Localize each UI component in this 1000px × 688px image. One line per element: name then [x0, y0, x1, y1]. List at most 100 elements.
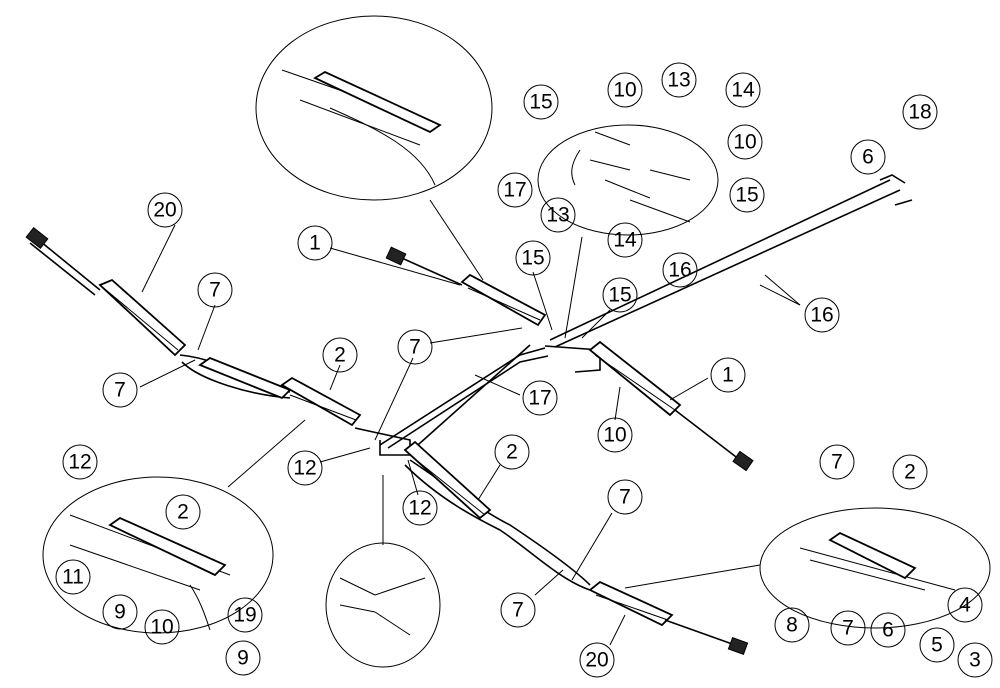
callout-2: 2: [494, 434, 530, 470]
detail-bubble-valves: [537, 124, 719, 236]
callout-12: 12: [62, 444, 98, 480]
callout-7: 7: [500, 592, 536, 628]
svg-text:2: 2: [904, 461, 916, 484]
detail-bubble-top: [255, 15, 493, 201]
callout-17: 17: [497, 172, 533, 208]
svg-text:10: 10: [613, 79, 636, 102]
callout-10: 10: [144, 609, 180, 645]
callout-7: 7: [607, 479, 643, 515]
callout-9: 9: [225, 640, 261, 676]
svg-text:7: 7: [512, 599, 524, 622]
callout-7: 7: [102, 372, 138, 408]
svg-text:15: 15: [521, 247, 544, 270]
callout-6: 6: [850, 139, 886, 175]
svg-text:15: 15: [735, 184, 758, 207]
callout-10: 10: [597, 417, 633, 453]
callout-13: 13: [661, 62, 697, 98]
svg-text:13: 13: [667, 69, 690, 92]
detail-top-contents: [281, 69, 442, 186]
svg-text:13: 13: [546, 204, 569, 227]
cylinder-20-upper: [25, 227, 187, 357]
detail-bubble-right: [759, 507, 991, 629]
svg-text:16: 16: [810, 304, 833, 327]
svg-text:1: 1: [722, 364, 734, 387]
callout-7: 7: [197, 272, 233, 308]
callout-11: 11: [55, 559, 91, 595]
callout-10: 10: [607, 72, 643, 108]
svg-text:16: 16: [668, 259, 691, 282]
svg-text:3: 3: [969, 649, 981, 672]
svg-text:20: 20: [585, 649, 608, 672]
svg-text:17: 17: [528, 387, 551, 410]
callout-15: 15: [729, 177, 765, 213]
svg-text:10: 10: [603, 424, 626, 447]
svg-text:7: 7: [209, 279, 221, 302]
svg-text:5: 5: [931, 634, 943, 657]
callout-2: 2: [892, 454, 928, 490]
svg-text:10: 10: [150, 616, 173, 639]
callout-8: 8: [774, 607, 810, 643]
svg-text:7: 7: [409, 336, 421, 359]
svg-text:15: 15: [529, 91, 552, 114]
callout-15: 15: [523, 84, 559, 120]
callout-20: 20: [147, 192, 183, 228]
detail-left-contents: [69, 514, 231, 631]
svg-text:2: 2: [334, 344, 346, 367]
callout-4: 4: [947, 587, 983, 623]
callout-12: 12: [287, 450, 323, 486]
cylinder-20-lower: [588, 580, 749, 656]
svg-text:11: 11: [62, 566, 84, 589]
callout-12: 12: [402, 490, 438, 526]
svg-text:10: 10: [733, 131, 756, 154]
svg-text:7: 7: [114, 379, 126, 402]
detail-valves-contents: [571, 131, 691, 223]
callout-16: 16: [804, 297, 840, 333]
svg-text:4: 4: [959, 594, 971, 617]
callout-3: 3: [957, 642, 993, 678]
callout-5: 5: [919, 627, 955, 663]
svg-text:2: 2: [506, 441, 518, 464]
svg-text:17: 17: [503, 179, 526, 202]
cylinder-2-center: [403, 440, 492, 520]
svg-text:12: 12: [68, 451, 91, 474]
callout-6: 6: [870, 612, 906, 648]
callout-16: 16: [662, 252, 698, 288]
svg-text:6: 6: [862, 146, 874, 169]
callout-15: 15: [602, 277, 638, 313]
cylinder-1-top: [385, 246, 547, 327]
callout-2: 2: [165, 494, 201, 530]
svg-text:9: 9: [237, 647, 249, 670]
callout-1: 1: [710, 357, 746, 393]
svg-text:15: 15: [608, 284, 631, 307]
svg-text:14: 14: [731, 79, 755, 102]
detail-bubble-tee: [325, 542, 441, 668]
svg-text:6: 6: [882, 619, 894, 642]
cylinder-1-right: [588, 340, 754, 472]
svg-text:7: 7: [619, 486, 631, 509]
callout-19: 19: [227, 597, 263, 633]
svg-text:12: 12: [408, 497, 431, 520]
svg-text:8: 8: [786, 614, 798, 637]
svg-text:1: 1: [309, 232, 321, 255]
callout-10: 10: [727, 124, 763, 160]
callout-14: 14: [725, 72, 761, 108]
callout-7: 7: [819, 444, 855, 480]
callout-2: 2: [322, 337, 358, 373]
detail-bubble-left: [42, 476, 274, 634]
callout-7: 7: [397, 329, 433, 365]
svg-text:18: 18: [908, 101, 931, 124]
callout-20: 20: [579, 642, 615, 678]
callout-1: 1: [297, 225, 333, 261]
svg-text:2: 2: [177, 501, 189, 524]
svg-text:14: 14: [613, 229, 637, 252]
svg-text:19: 19: [233, 604, 256, 627]
svg-text:7: 7: [842, 617, 854, 640]
cylinder-2-left: [198, 356, 362, 427]
callout-7: 7: [830, 610, 866, 646]
callout-9: 9: [102, 594, 138, 630]
detail-tee-contents: [339, 577, 426, 636]
callout-15: 15: [515, 240, 551, 276]
svg-text:9: 9: [114, 601, 126, 624]
